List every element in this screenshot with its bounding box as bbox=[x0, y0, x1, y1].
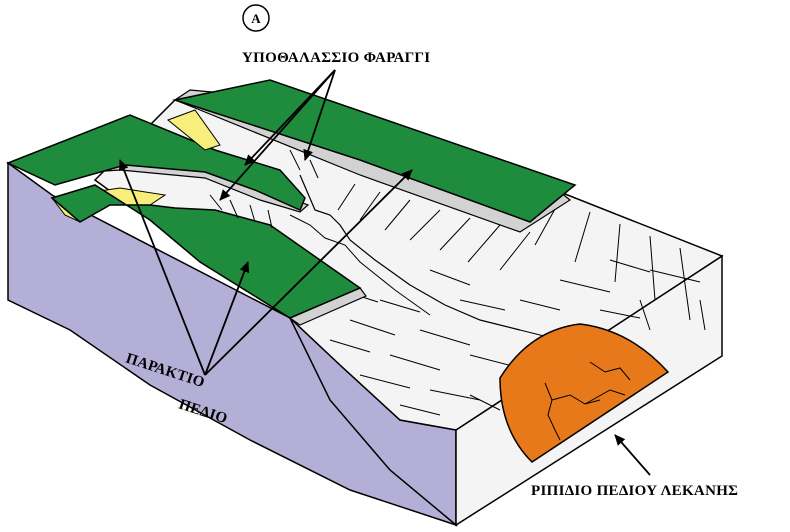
slope-hachure-line bbox=[459, 299, 506, 311]
slope-hachure-line bbox=[439, 217, 471, 251]
slope-hachure-line bbox=[429, 389, 481, 401]
slope-hachure-line bbox=[679, 247, 691, 321]
slope-hachure-line bbox=[429, 269, 471, 286]
fan-distributary-channel bbox=[544, 382, 556, 431]
slope-hachure-line bbox=[419, 329, 471, 346]
slope-hachure-line bbox=[609, 259, 651, 273]
slope-hachure-line bbox=[519, 299, 561, 311]
slope-hachure-line bbox=[559, 279, 611, 293]
slope-hachure-line bbox=[409, 209, 441, 241]
canyon-thalweg-line bbox=[299, 174, 521, 331]
slope-hachure-line bbox=[574, 211, 591, 263]
slope-hachure-line bbox=[699, 299, 706, 331]
fan-distributary-channel bbox=[584, 389, 626, 405]
slope-hachure-line bbox=[499, 231, 531, 271]
coastal-plain-arrows bbox=[119, 159, 413, 376]
slope-hachure-line bbox=[469, 394, 501, 411]
slope-hachure-line bbox=[389, 354, 441, 371]
slope-hachure-line bbox=[399, 404, 441, 416]
fan-distributary-channel bbox=[551, 394, 601, 405]
slope-hachure-line bbox=[359, 374, 411, 389]
slope-hachure-line bbox=[649, 269, 701, 283]
slope-hachure-line bbox=[384, 199, 411, 231]
slope-hachure-line bbox=[379, 299, 421, 313]
coastal-plain-middle bbox=[6, 114, 306, 211]
coastal-plain-back bbox=[172, 79, 577, 223]
slope-hachure-line bbox=[467, 224, 501, 263]
slope-hachure-line bbox=[337, 183, 356, 211]
beach-sand-back bbox=[167, 109, 221, 151]
fan-distributary-channel bbox=[589, 361, 631, 381]
canyon-arrows bbox=[219, 69, 336, 201]
panel-label: A bbox=[251, 11, 261, 26]
block-front-side bbox=[7, 161, 458, 527]
slope-hachure-line bbox=[359, 191, 381, 221]
slope-hachure-line bbox=[329, 339, 371, 353]
fan-arrow bbox=[614, 434, 651, 476]
canyon-gully-lines bbox=[209, 149, 319, 229]
basin-floor-fan bbox=[499, 323, 670, 463]
slope-hachure-line bbox=[614, 223, 621, 283]
fan-distributary-channel bbox=[554, 429, 561, 441]
canyon-thalweg-line bbox=[289, 214, 431, 316]
basin-fan-label: ΡΙΠΙΔΙΟ ΠΕΔΙΟΥ ΛΕΚΑΝΗΣ bbox=[531, 483, 738, 499]
slope-hachure-line bbox=[649, 235, 656, 301]
panel-label-circle bbox=[242, 4, 270, 32]
slope-hachure-line bbox=[349, 319, 396, 336]
slope-hachure-line bbox=[599, 309, 641, 319]
submarine-canyon-label: ΥΠΟΘΑΛΑΣΣΙΟ ΦΑΡΑΓΓΙ bbox=[242, 50, 430, 66]
coastal-plain-front bbox=[50, 184, 362, 319]
slope-hachure-line bbox=[639, 299, 651, 331]
